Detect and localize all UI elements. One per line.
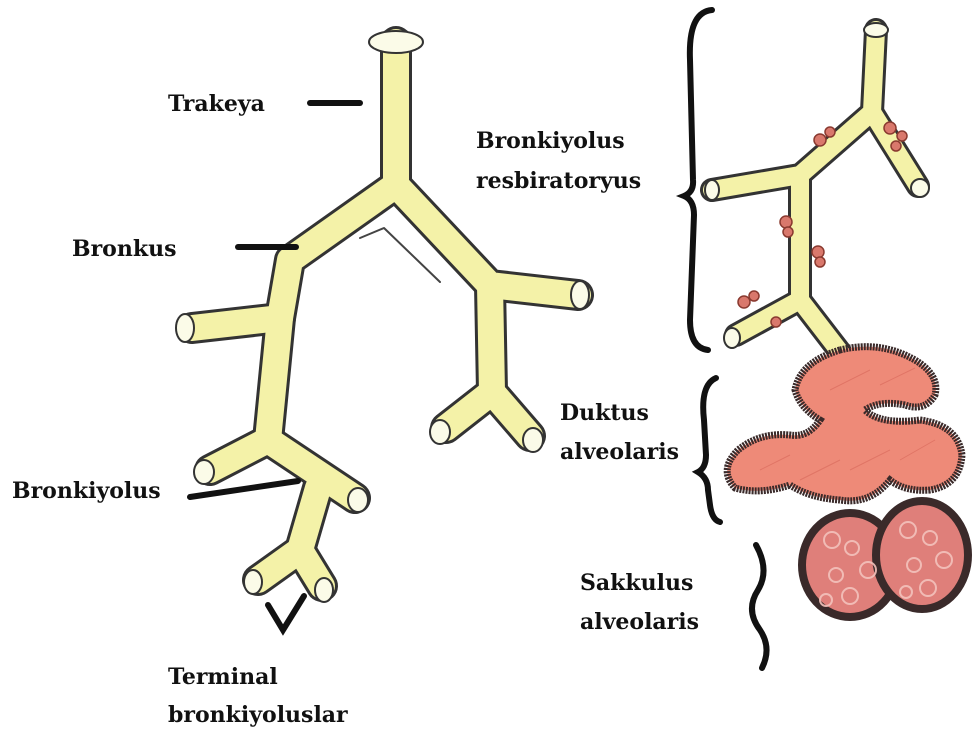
label-duktus-line1: Duktus — [560, 400, 649, 426]
label-terminal-line2: bronkiyoluslar — [168, 702, 348, 728]
alveolar-duct — [727, 347, 962, 501]
alveolar-sacs — [802, 501, 968, 617]
labels: Trakeya Bronkus Bronkiyolus Terminal bro… — [12, 91, 699, 728]
duktus-bracket — [698, 378, 720, 522]
sakkulus-squiggle — [752, 545, 767, 668]
terminal-check-mark — [268, 596, 304, 630]
trachea-opening — [369, 31, 423, 53]
label-resp-line1: Bronkiyolus — [476, 128, 625, 154]
label-bronkiyolus: Bronkiyolus — [12, 478, 161, 504]
label-duktus-line2: alveolaris — [560, 439, 679, 465]
label-trakeya: Trakeya — [168, 91, 265, 117]
label-sakkulus-line2: alveolaris — [580, 609, 699, 635]
label-resp-line2: resbiratoryus — [476, 168, 641, 194]
label-bronkus: Bronkus — [72, 236, 176, 262]
label-terminal-line1: Terminal — [168, 664, 278, 690]
label-sakkulus-line1: Sakkulus — [580, 570, 693, 596]
respiratory-bronchiole — [705, 23, 929, 352]
